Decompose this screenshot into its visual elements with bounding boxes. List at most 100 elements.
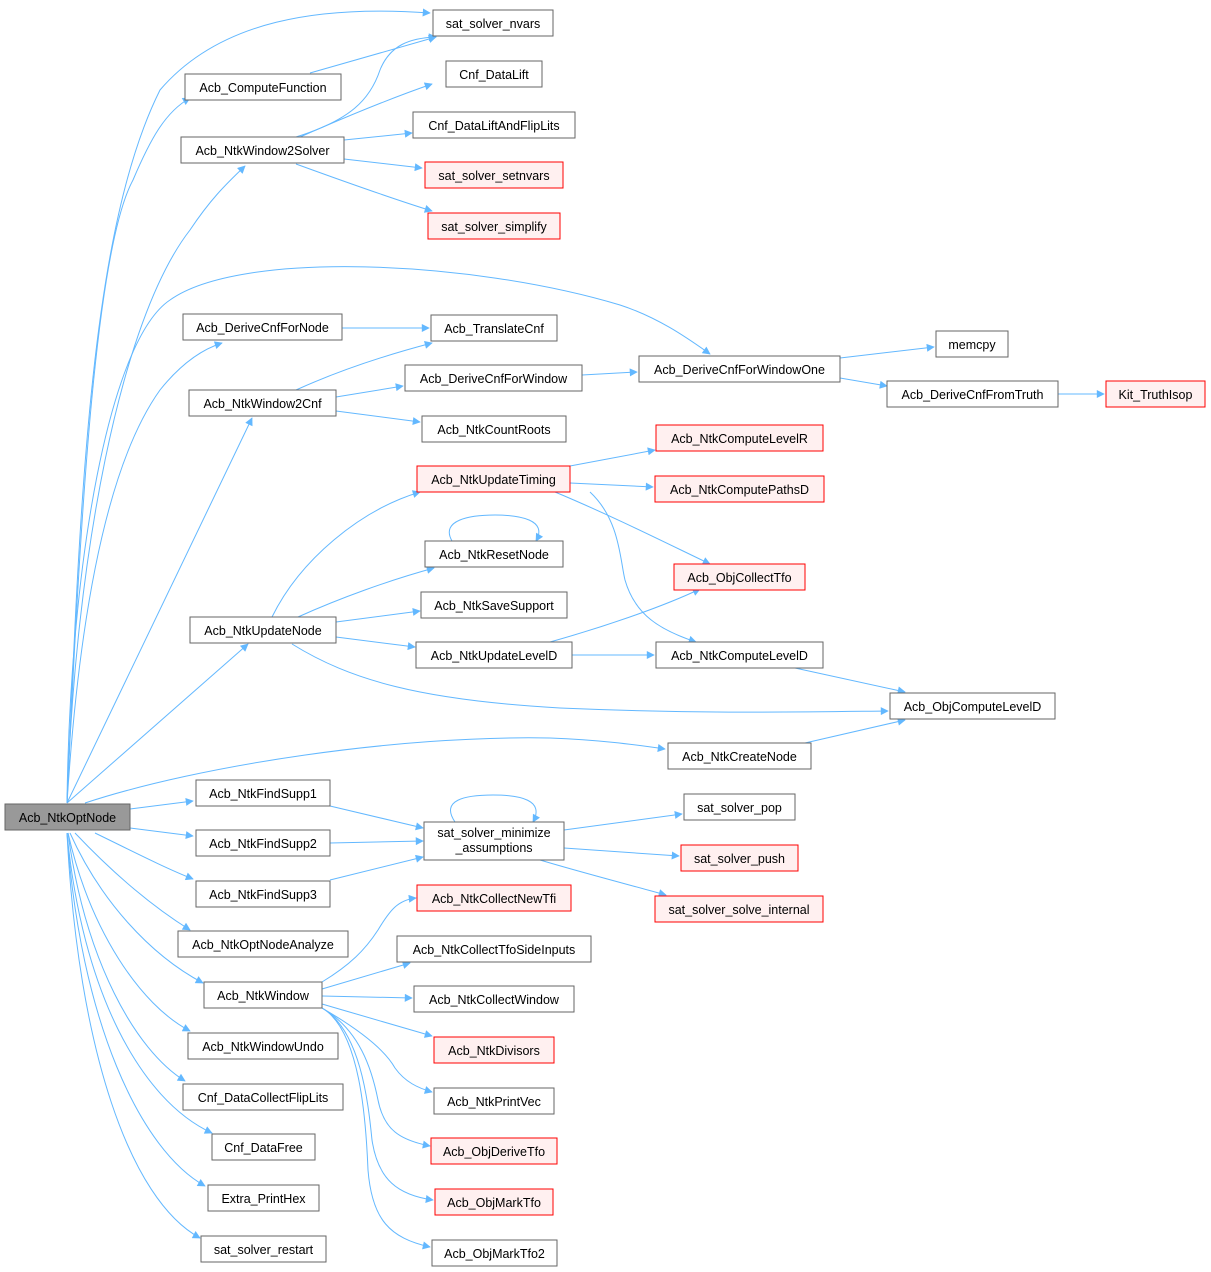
node-acb-ntkupdatetiming[interactable]: Acb_NtkUpdateTiming (416, 465, 571, 493)
node-acb-ntkcreatenode[interactable]: Acb_NtkCreateNode (667, 742, 812, 770)
node-acb-derivecnffromtruth[interactable]: Acb_DeriveCnfFromTruth (886, 380, 1059, 408)
node-acb-ntkupdateleveld[interactable]: Acb_NtkUpdateLevelD (415, 641, 573, 669)
node-sat-solver-pop[interactable]: sat_solver_pop (683, 793, 796, 821)
edge-updateleveld-to-collecttfo (549, 588, 701, 643)
node-acb-derivecnfforwindow[interactable]: Acb_DeriveCnfForWindow (404, 364, 583, 392)
node-label: sat_solver_pop (697, 801, 782, 815)
node-acb-computefunction[interactable]: Acb_ComputeFunction (184, 73, 342, 101)
node-label: Acb_DeriveCnfForWindow (420, 372, 568, 386)
node-acb-ntkcollectwindow[interactable]: Acb_NtkCollectWindow (413, 985, 575, 1013)
node-label-line2: _assumptions (454, 841, 532, 855)
node-acb-ntkfindsupp1[interactable]: Acb_NtkFindSupp1 (195, 779, 331, 807)
node-label: Acb_NtkUpdateNode (204, 624, 321, 638)
edge-window-to-printvec (321, 1007, 433, 1094)
node-label: Acb_NtkCollectNewTfi (432, 892, 556, 906)
node-acb-objderivetfo[interactable]: Acb_ObjDeriveTfo (430, 1137, 558, 1165)
node-acb-ntkcomputelevelr[interactable]: Acb_NtkComputeLevelR (655, 424, 824, 452)
edge-opt-to-derivenode (66, 341, 223, 804)
node-cnf-dataliftandfliplits[interactable]: Cnf_DataLiftAndFlipLits (412, 111, 576, 139)
node-sat-solver-nvars[interactable]: sat_solver_nvars (432, 9, 554, 37)
node-kit-truthisop[interactable]: Kit_TruthIsop (1105, 380, 1206, 408)
node-acb-translatecnf[interactable]: Acb_TranslateCnf (430, 314, 558, 342)
edge-updatenode-to-objleveld (291, 643, 889, 716)
node-acb-ntksavesupport[interactable]: Acb_NtkSaveSupport (420, 591, 568, 619)
node-label: Acb_ObjCollectTfo (687, 571, 791, 585)
node-acb-ntkfindsupp3[interactable]: Acb_NtkFindSupp3 (195, 880, 331, 908)
node-acb-objcollecttfo[interactable]: Acb_ObjCollectTfo (673, 563, 806, 591)
node-cnf-datacollectfliplits[interactable]: Cnf_DataCollectFlipLits (182, 1083, 344, 1111)
node-acb-ntkdivisors[interactable]: Acb_NtkDivisors (433, 1036, 555, 1064)
node-label: Cnf_DataLiftAndFlipLits (428, 119, 559, 133)
edge-window-to-divisors (321, 1003, 433, 1038)
edge-createnode-to-objleveld (804, 717, 906, 744)
edge-window-to-marktfo2 (321, 1007, 431, 1250)
node-acb-objcomputeleveld[interactable]: Acb_ObjComputeLevelD (889, 692, 1056, 720)
node-label: Acb_NtkCountRoots (437, 423, 550, 437)
node-acb-ntkcollectnewtfi[interactable]: Acb_NtkCollectNewTfi (416, 884, 572, 912)
edge-w2solver-to-liftflip (343, 129, 413, 141)
node-label: Acb_NtkOptNodeAnalyze (192, 938, 334, 952)
node-sat-solver-minimize-assumptions[interactable]: sat_solver_minimize _assumptions (423, 821, 565, 861)
edge-window-to-collectwindow (321, 993, 413, 1002)
edge-deriveone-to-fromtruth (839, 377, 888, 389)
node-label: Acb_NtkSaveSupport (434, 599, 554, 613)
node-sat-solver-simplify[interactable]: sat_solver_simplify (427, 212, 561, 240)
node-acb-ntkcomputepathsd[interactable]: Acb_NtkComputePathsD (654, 475, 825, 503)
node-acb-ntkprintvec[interactable]: Acb_NtkPrintVec (433, 1087, 555, 1115)
node-cnf-datalift[interactable]: Cnf_DataLift (445, 60, 543, 88)
edge-minimize-to-push (563, 847, 680, 860)
node-label: Kit_TruthIsop (1119, 388, 1193, 402)
node-acb-ntkcollecttfosideinputs[interactable]: Acb_NtkCollectTfoSideInputs (396, 935, 592, 963)
node-acb-ntkwindow2solver[interactable]: Acb_NtkWindow2Solver (180, 136, 345, 164)
node-label: Acb_NtkCollectTfoSideInputs (413, 943, 576, 957)
node-acb-ntkoptnodeanalyze[interactable]: Acb_NtkOptNodeAnalyze (177, 930, 349, 958)
node-label: Acb_NtkDivisors (448, 1044, 540, 1058)
node-acb-derivecnffornode[interactable]: Acb_DeriveCnfForNode (182, 313, 343, 341)
edge-w2cnf-to-countroots (335, 410, 421, 426)
node-label: Acb_NtkCollectWindow (429, 993, 560, 1007)
node-acb-derivecnfforwindowone[interactable]: Acb_DeriveCnfForWindowOne (638, 355, 841, 383)
node-extra-printhex[interactable]: Extra_PrintHex (207, 1184, 320, 1212)
node-label: sat_solver_solve_internal (668, 903, 809, 917)
node-acb-ntkwindowundo[interactable]: Acb_NtkWindowUndo (187, 1032, 339, 1060)
node-label: Acb_TranslateCnf (444, 322, 544, 336)
node-acb-ntkcomputeleveld[interactable]: Acb_NtkComputeLevelD (655, 641, 824, 669)
node-label: memcpy (948, 338, 996, 352)
node-sat-solver-setnvars[interactable]: sat_solver_setnvars (424, 161, 564, 189)
node-label: Acb_ComputeFunction (199, 81, 326, 95)
edge-opt-to-w2cnf (66, 417, 253, 804)
node-label: Acb_NtkCreateNode (682, 750, 797, 764)
edge-opt-to-printhex (66, 832, 206, 1187)
node-label: Acb_NtkWindowUndo (202, 1040, 324, 1054)
node-acb-ntkwindow2cnf[interactable]: Acb_NtkWindow2Cnf (188, 389, 337, 417)
edge-compfunc-to-nvars (309, 35, 437, 74)
node-label: Acb_NtkWindow2Solver (195, 144, 329, 158)
node-sat-solver-solve-internal[interactable]: sat_solver_solve_internal (654, 895, 824, 923)
edge-window-to-tfosideinputs (321, 961, 411, 990)
node-acb-ntkoptnode[interactable]: Acb_NtkOptNode (4, 803, 131, 831)
node-acb-objmarktfo2[interactable]: Acb_ObjMarkTfo2 (431, 1239, 558, 1267)
node-acb-ntkwindow[interactable]: Acb_NtkWindow (203, 981, 323, 1009)
node-memcpy[interactable]: memcpy (935, 330, 1009, 358)
node-acb-ntkresetnode[interactable]: Acb_NtkResetNode (424, 540, 564, 568)
node-acb-ntkfindsupp2[interactable]: Acb_NtkFindSupp2 (195, 829, 331, 857)
edge-timing-to-levelr (569, 447, 656, 467)
node-label: sat_solver_nvars (446, 17, 541, 31)
edge-findsupp1-to-minimize (329, 805, 424, 831)
edge-computeleveld-to-objleveld (794, 667, 906, 695)
edge-opt-to-findsupp3 (94, 832, 194, 881)
edge-updatenode-to-updateleveld (335, 636, 416, 651)
edge-timing-to-computeleveld (589, 491, 697, 644)
node-sat-solver-restart[interactable]: sat_solver_restart (200, 1235, 327, 1263)
node-sat-solver-push[interactable]: sat_solver_push (680, 844, 799, 872)
edge-w2solver-to-simplify (295, 163, 433, 213)
node-acb-ntkcountroots[interactable]: Acb_NtkCountRoots (421, 415, 567, 443)
node-cnf-datafree[interactable]: Cnf_DataFree (211, 1133, 316, 1161)
edge-opt-to-restart (66, 832, 201, 1239)
node-label: Acb_NtkUpdateTiming (431, 473, 556, 487)
node-acb-ntkupdatenode[interactable]: Acb_NtkUpdateNode (189, 616, 337, 644)
edge-opt-to-w2solver (66, 165, 246, 804)
node-label: Acb_NtkUpdateLevelD (431, 649, 557, 663)
node-acb-objmarktfo[interactable]: Acb_ObjMarkTfo (434, 1188, 554, 1216)
